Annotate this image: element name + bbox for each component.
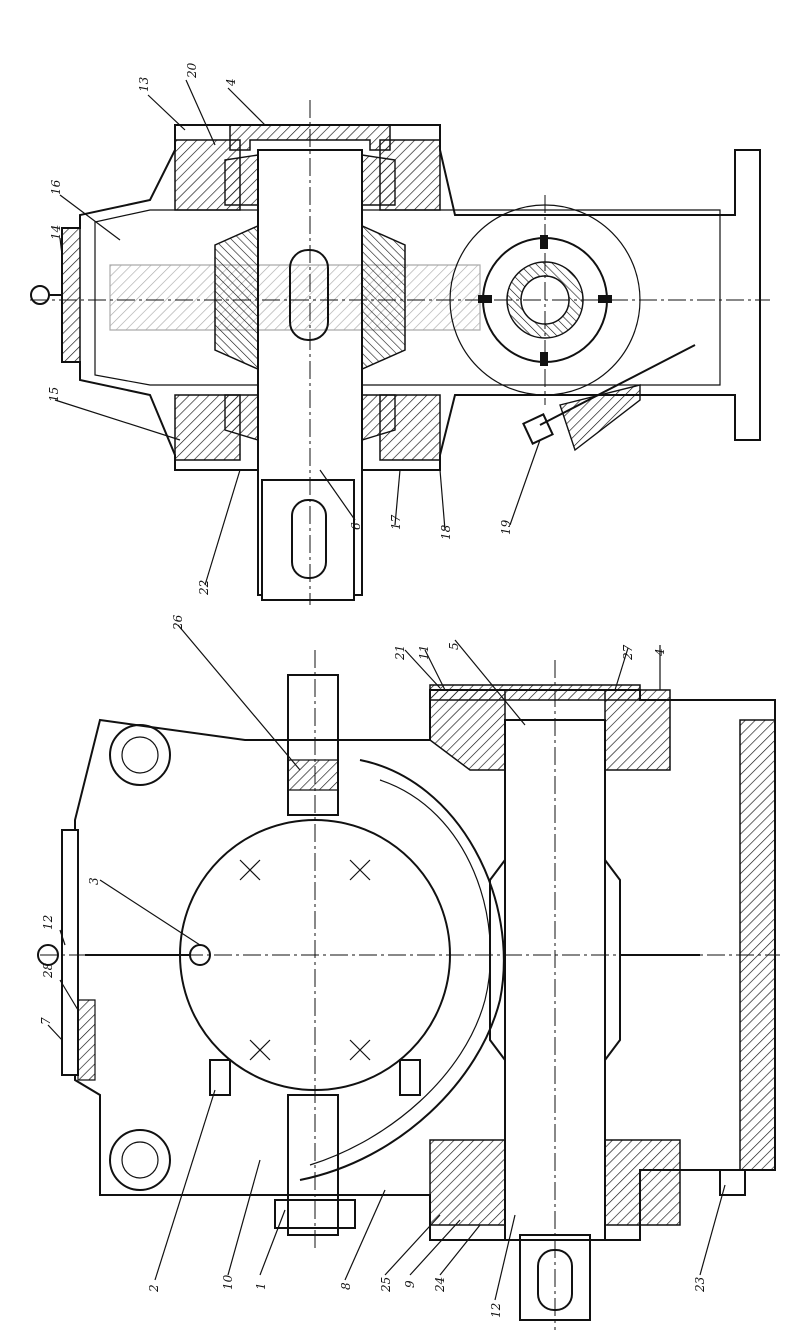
- callout-label: 18: [439, 524, 453, 540]
- top-cover-front: [61, 829, 79, 1076]
- bearing-housing-front-right: [429, 689, 506, 771]
- keyway-lower: [291, 499, 327, 579]
- callout-label: 6: [349, 522, 363, 530]
- callout-label: 22: [197, 580, 211, 596]
- callout-label: 10: [221, 1274, 235, 1290]
- callout-label: 28: [41, 962, 55, 979]
- callout-label: 3: [87, 877, 101, 885]
- bottom-view: [37, 650, 780, 1330]
- callout-label: 2: [147, 1284, 161, 1293]
- bearing-3: [224, 154, 259, 206]
- callout-label: 5: [447, 642, 461, 650]
- callout-leaders: [47, 79, 726, 1301]
- callout-label: 9: [403, 1280, 417, 1288]
- callout-label: 12: [41, 915, 55, 930]
- callout-label: 24: [433, 1277, 447, 1293]
- callout-label: 17: [389, 514, 403, 530]
- callout-label: 1: [254, 1282, 268, 1290]
- bearing-housing-right: [174, 139, 241, 211]
- callout-label: 14: [49, 225, 63, 240]
- callout-label: 25: [379, 1277, 393, 1293]
- callout-label: 12: [489, 1303, 503, 1318]
- callout-label: 21: [393, 645, 407, 661]
- callout-label: 4: [224, 78, 238, 87]
- bearing-2: [361, 394, 396, 441]
- callout-label: 8: [339, 1282, 353, 1290]
- callout-label: 15: [47, 387, 61, 402]
- callout-label: 11: [417, 645, 431, 660]
- clamp-bolt: [274, 1199, 356, 1229]
- top-view: [30, 100, 770, 605]
- drain-plug: [719, 1169, 746, 1196]
- lifting-lug-left: [109, 1129, 171, 1191]
- housing-inner: [94, 209, 721, 386]
- callout-labels: 13 20 4 16 14 15 22 6 17 18 19 2 10 1 8 …: [39, 62, 707, 1318]
- bearing-4: [361, 154, 396, 206]
- lifting-lug-right: [109, 724, 171, 786]
- callout-label: 13: [137, 76, 151, 92]
- callout-label: 19: [499, 519, 513, 535]
- callout-label: 20: [185, 62, 199, 79]
- worm-sweep: [299, 759, 505, 1181]
- callout-label: 26: [171, 614, 185, 631]
- callout-label: 4: [653, 648, 667, 657]
- clamp-arm-top: [287, 674, 339, 816]
- breather-cap: [30, 285, 50, 305]
- callout-label: 7: [39, 1017, 53, 1025]
- bearing-housing-front-left: [429, 1139, 506, 1226]
- callout-label: 27: [621, 644, 635, 661]
- base-flange: [739, 719, 776, 1171]
- bearing-1: [224, 394, 259, 441]
- callout-label: 16: [49, 179, 63, 195]
- clamp-arm-bottom: [287, 1094, 339, 1236]
- callout-label: 23: [693, 1276, 707, 1293]
- inspection-cover: [61, 227, 81, 363]
